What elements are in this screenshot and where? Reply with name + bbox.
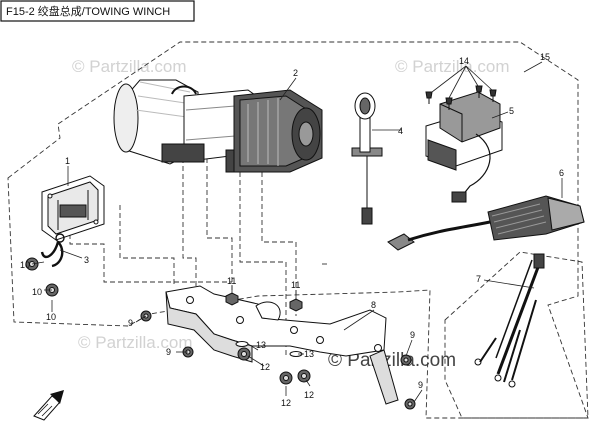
part-number-label: 9 bbox=[166, 347, 171, 357]
watermarks: © Partzilla.com © Partzilla.com © Partzi… bbox=[72, 57, 510, 371]
part-number-label: 4 bbox=[398, 126, 403, 136]
part-number-label: 10 bbox=[32, 287, 42, 297]
part-number-label: 12 bbox=[281, 398, 291, 408]
leader-lines bbox=[31, 61, 563, 403]
winch-part[interactable] bbox=[113, 79, 323, 173]
diagram-title: F15-2 绞盘总成/TOWING WINCH bbox=[6, 4, 170, 18]
front-direction-arrow-icon bbox=[33, 390, 64, 421]
part-number-label: 5 bbox=[509, 106, 514, 116]
fairlead-part[interactable] bbox=[41, 175, 105, 241]
screw-part-14[interactable] bbox=[425, 85, 497, 110]
part-number-label: 8 bbox=[371, 300, 376, 310]
part-number-label: 13 bbox=[256, 340, 266, 350]
part-number-label: 3 bbox=[84, 255, 89, 265]
harness-boundary bbox=[444, 251, 589, 419]
mounting-plate-part[interactable] bbox=[165, 285, 399, 405]
switch-part[interactable] bbox=[351, 92, 383, 225]
title-box: F15-2 绞盘总成/TOWING WINCH bbox=[0, 0, 195, 22]
watermark: © Partzilla.com bbox=[78, 333, 193, 352]
part-number-label: 11 bbox=[227, 276, 236, 286]
watermark: © Partzilla.com bbox=[395, 57, 510, 76]
part-number-label: 15 bbox=[540, 52, 550, 62]
part-number-label: 6 bbox=[559, 168, 564, 178]
part-labels: 1 2 3 4 5 6 7 8 9 9 9 9 10 10 10 11 11 1… bbox=[20, 52, 564, 408]
bolt-part-9[interactable] bbox=[140, 310, 416, 410]
part-number-label: 10 bbox=[20, 260, 30, 270]
hook-part[interactable] bbox=[40, 233, 65, 268]
part-number-label: 12 bbox=[260, 362, 270, 372]
watermark: © Partzilla.com bbox=[72, 57, 187, 76]
remote-control-part[interactable] bbox=[387, 195, 585, 251]
bolt-part-12[interactable] bbox=[237, 347, 311, 385]
contactor-part[interactable] bbox=[425, 91, 503, 203]
part-number-label: 1 bbox=[65, 156, 70, 166]
watermark: © Partzilla.com bbox=[328, 350, 456, 371]
leader-dashes bbox=[69, 150, 330, 356]
part-number-label: 11 bbox=[291, 280, 300, 290]
part-number-label: 13 bbox=[304, 349, 314, 359]
part-number-label: 10 bbox=[46, 312, 56, 322]
part-number-label: 9 bbox=[128, 318, 133, 328]
part-number-label: 9 bbox=[410, 330, 415, 340]
part-number-label: 7 bbox=[476, 274, 481, 284]
part-number-label: 2 bbox=[293, 68, 298, 78]
cable-harness-part[interactable] bbox=[474, 253, 545, 388]
part-number-label: 14 bbox=[459, 56, 469, 66]
part-number-label: 12 bbox=[304, 390, 314, 400]
part-number-label: 9 bbox=[418, 380, 423, 390]
